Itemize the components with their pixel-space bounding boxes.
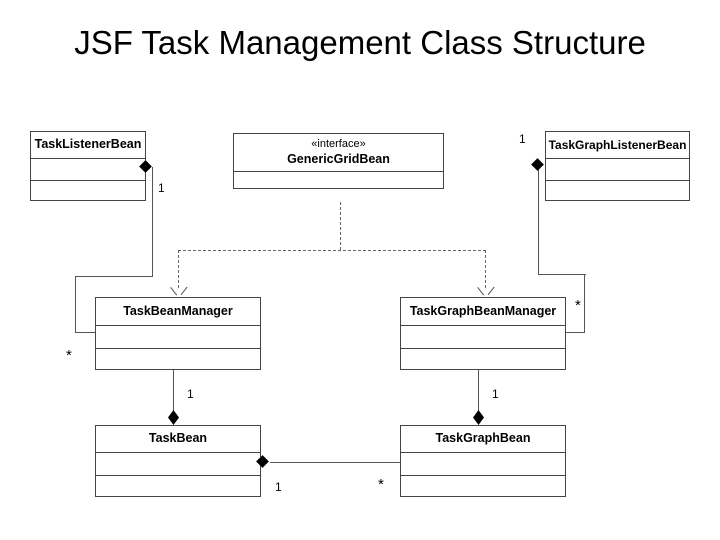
class-box-task-bean-manager[interactable]: TaskBeanManager — [95, 297, 261, 370]
class-name-label: TaskGraphBean — [435, 431, 531, 446]
multiplicity-graph-manager-to-graph-bean: 1 — [492, 387, 499, 401]
composition-diamond-taskgraphbean-top-icon — [473, 410, 484, 425]
multiplicity-graph-listener-to-manager: 1 — [519, 132, 526, 146]
class-attributes-compartment — [401, 325, 565, 348]
realization-arrowhead-left-icon — [172, 287, 185, 296]
composition-right-seg-down-2 — [584, 274, 586, 333]
class-box-generic-grid-bean[interactable]: «interface» GenericGridBean — [233, 133, 444, 189]
class-attributes-compartment — [546, 158, 689, 180]
class-name-compartment: «interface» GenericGridBean — [234, 134, 443, 171]
composition-right-seg-left-1 — [565, 332, 585, 334]
class-box-task-graph-listener-bean[interactable]: TaskGraphListenerBean — [545, 131, 690, 201]
class-name-compartment: TaskBean — [96, 426, 260, 452]
class-name-label: TaskGraphBeanManager — [409, 303, 557, 318]
composition-right-seg-right-1 — [538, 274, 586, 276]
realization-arrowhead-right-icon — [479, 287, 492, 296]
class-box-task-bean[interactable]: TaskBean — [95, 425, 261, 497]
class-operations-compartment — [401, 348, 565, 369]
realization-stem-vertical — [340, 202, 341, 250]
class-name-label: TaskBean — [148, 431, 208, 446]
class-stereotype-label: «interface» — [311, 137, 366, 150]
class-members-compartment — [234, 171, 443, 188]
composition-left-seg-down-2 — [75, 276, 77, 333]
realization-branch-left-vertical — [178, 250, 179, 288]
composition-right-seg-down-1 — [538, 167, 540, 275]
class-name-label: TaskListenerBean — [34, 137, 142, 152]
class-name-compartment: TaskGraphListenerBean — [546, 132, 689, 158]
realization-branch-right-vertical — [485, 250, 486, 288]
realization-bus-horizontal — [178, 250, 486, 251]
class-operations-compartment — [546, 180, 689, 200]
class-operations-compartment — [401, 475, 565, 496]
class-name-compartment: TaskBeanManager — [96, 298, 260, 325]
composition-left-seg-right-1 — [75, 332, 99, 334]
class-attributes-compartment — [96, 325, 260, 348]
multiplicity-graph-manager-from-listener: * — [575, 297, 581, 314]
class-operations-compartment — [96, 348, 260, 369]
multiplicity-manager-from-listener: * — [66, 347, 72, 364]
class-attributes-compartment — [96, 452, 260, 475]
composition-diamond-taskbean-top-icon — [168, 410, 179, 425]
diagram-title: JSF Task Management Class Structure — [74, 24, 646, 61]
class-name-label: GenericGridBean — [287, 151, 390, 166]
class-box-task-graph-bean-manager[interactable]: TaskGraphBeanManager — [400, 297, 566, 370]
composition-left-seg-left-1 — [75, 276, 153, 278]
composition-diamond-task-graph-listener-bean-icon — [531, 158, 544, 171]
class-name-label: TaskBeanManager — [123, 303, 233, 318]
class-box-task-listener-bean[interactable]: TaskListenerBean — [30, 131, 146, 201]
multiplicity-bean-to-graph-bean-source: 1 — [275, 480, 282, 494]
class-name-compartment: TaskGraphBean — [401, 426, 565, 452]
class-name-compartment: TaskListenerBean — [31, 132, 145, 158]
class-name-compartment: TaskGraphBeanManager — [401, 298, 565, 325]
composition-graphmanager-to-graphbean-line — [478, 370, 480, 415]
composition-bean-to-graphbean-line — [270, 462, 406, 464]
composition-left-seg-down-1 — [152, 167, 154, 277]
multiplicity-listener-to-manager: 1 — [158, 181, 165, 195]
class-name-label: TaskGraphListenerBean — [548, 137, 687, 152]
multiplicity-manager-to-bean: 1 — [187, 387, 194, 401]
multiplicity-bean-to-graph-bean-target: * — [378, 476, 384, 493]
class-box-task-graph-bean[interactable]: TaskGraphBean — [400, 425, 566, 497]
class-operations-compartment — [31, 180, 145, 200]
class-attributes-compartment — [31, 158, 145, 180]
class-attributes-compartment — [401, 452, 565, 475]
composition-manager-to-bean-line — [173, 370, 175, 415]
class-operations-compartment — [96, 475, 260, 496]
